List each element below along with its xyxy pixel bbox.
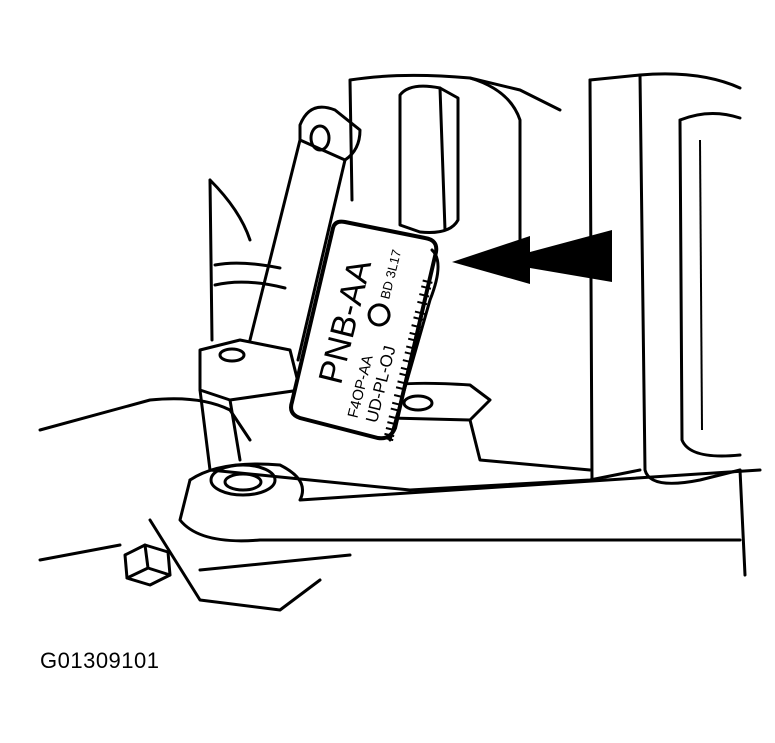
transmission-housing	[208, 72, 742, 485]
bracket-arm	[248, 84, 460, 362]
tag-logo-icon	[367, 303, 391, 327]
identification-tag: PNB-AA F4OP-AA UD-PL-OJ BD 3L17	[289, 219, 440, 442]
figure-code: G01309101	[40, 648, 160, 673]
tag-barcode	[383, 279, 433, 442]
link-arm	[178, 462, 762, 577]
hex-bolt	[123, 543, 172, 587]
pointer-arrow-icon	[452, 230, 612, 284]
